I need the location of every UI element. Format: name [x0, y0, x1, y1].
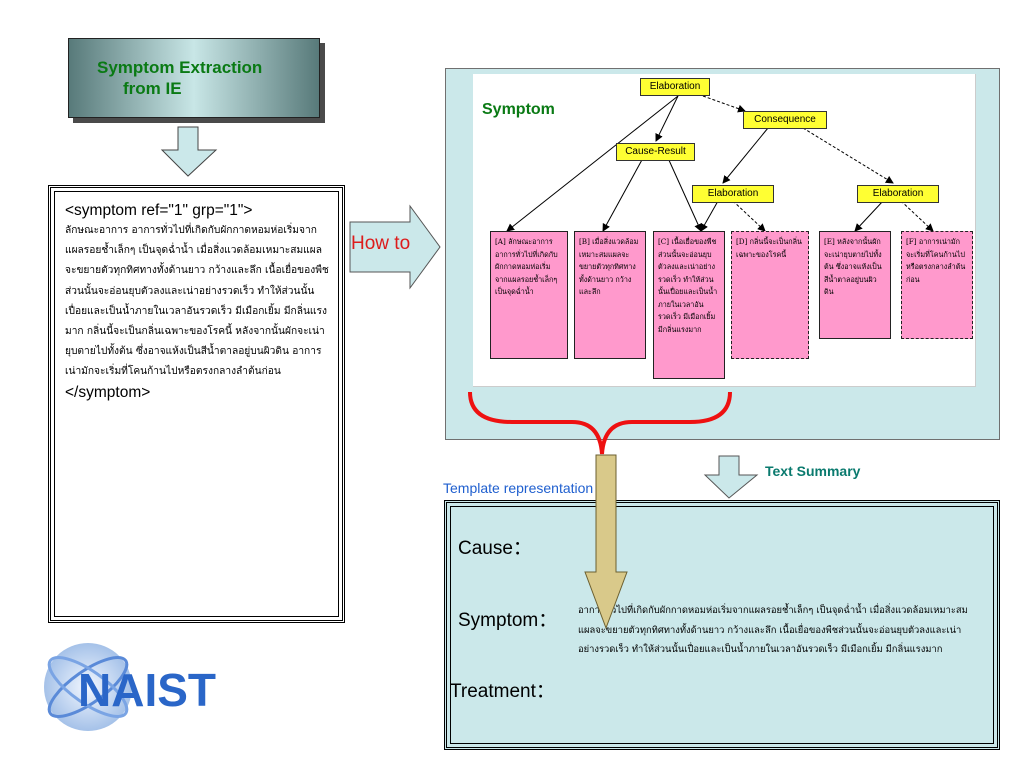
node-elaboration-top: Elaboration [640, 78, 710, 96]
tan-down-arrow-icon [584, 454, 628, 630]
template-representation-label: Template representation [443, 480, 594, 496]
naist-logo-icon: NAIST [44, 643, 216, 731]
template-box [444, 500, 1000, 750]
diagram-connectors [506, 95, 934, 232]
leaf-f: [F] อาการเน่ามักจะเริ่มที่โคนก้านไปหรือต… [901, 231, 973, 339]
red-brace-icon [468, 391, 732, 455]
text-summary-label: Text Summary [765, 463, 861, 479]
node-cause-result: Cause-Result [616, 143, 695, 161]
leaf-e: [E] หลังจากนั้นผักจะเน่ายุบตายไปทั้งต้น … [819, 231, 891, 339]
summary-arrow-icon [703, 455, 759, 499]
leaf-c: [C] เนื้อเยื่อของพืชส่วนนั้นจะอ่อนยุบตัว… [653, 231, 725, 379]
symptom-open-tag: <symptom ref="1" grp="1"> [65, 202, 253, 219]
naist-logo: NAIST [40, 632, 230, 742]
down-arrow-icon [160, 126, 218, 177]
discourse-diagram: Elaboration Consequence Cause-Result Ela… [473, 74, 976, 387]
leaf-a: [A] ลักษณะอาการ อาการทั่วไปที่เกิดกับผัก… [490, 231, 568, 359]
node-consequence: Consequence [743, 111, 827, 129]
cause-label: Cause： [458, 538, 532, 559]
source-document: <symptom ref="1" grp="1"> ลักษณะอาการ อา… [48, 185, 345, 623]
title-line-1: Symptom Extraction [97, 58, 263, 77]
leaf-d: [D] กลิ่นนี้จะเป็นกลิ่นเฉพาะของโรคนี้ [731, 231, 809, 359]
symptom-summary-text: อาการทั่วไปที่เกิดกับผักกาดหอมห่อเริ่มจา… [578, 605, 968, 655]
node-elaboration-mid: Elaboration [692, 185, 774, 203]
symptom-close-tag: </symptom> [65, 383, 151, 401]
leaf-b: [B] เมื่อสิ่งแวดล้อมเหมาะสมแผลจะขยายตัวท… [574, 231, 646, 359]
document-text: ลักษณะอาการ อาการทั่วไปที่เกิดกับผักกาดห… [65, 225, 329, 378]
naist-logo-text: NAIST [78, 664, 216, 716]
treatment-label: Treatment： [450, 681, 555, 702]
symptom-label: Symptom： [458, 610, 558, 631]
how-to-label: How to [351, 233, 411, 254]
diagram-symptom-label: Symptom [482, 101, 555, 118]
title-box: Symptom Extraction from IE [68, 38, 320, 118]
right-arrow-icon [349, 204, 441, 290]
title-line-2: from IE [123, 79, 182, 98]
node-elaboration-right: Elaboration [857, 185, 939, 203]
